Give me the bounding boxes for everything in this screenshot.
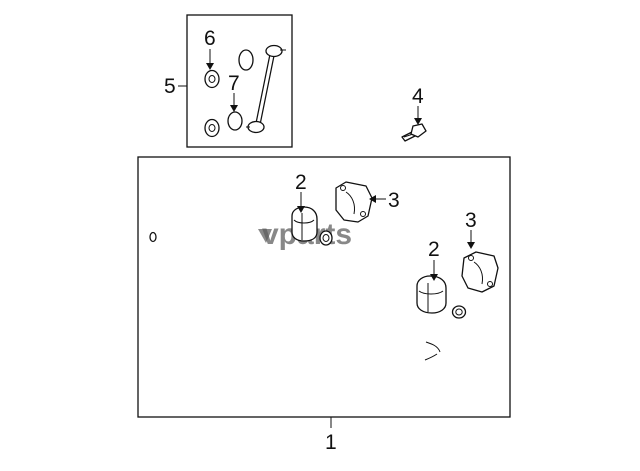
callout-1: 1	[325, 431, 337, 454]
link-kit-frame	[186, 14, 293, 148]
bracket-upper	[335, 181, 373, 223]
callout-3-upper: 3	[388, 189, 400, 212]
callout-2-upper: 2	[295, 171, 307, 194]
callout-leaders	[178, 49, 475, 428]
callout-3-right: 3	[465, 209, 477, 232]
link-kit-parts	[204, 44, 286, 138]
bracket-right	[461, 251, 499, 293]
callout-7: 7	[228, 72, 240, 95]
stabilizer-bar	[148, 220, 442, 412]
callout-6: 6	[204, 27, 216, 50]
bolt	[401, 123, 427, 142]
callout-2-right: 2	[428, 238, 440, 261]
callout-5: 5	[164, 75, 176, 98]
callout-4: 4	[412, 85, 424, 108]
bushing-left	[291, 206, 333, 246]
watermark-logo-mark	[258, 229, 272, 243]
main-frame	[137, 156, 511, 418]
bushing-right	[416, 275, 467, 319]
